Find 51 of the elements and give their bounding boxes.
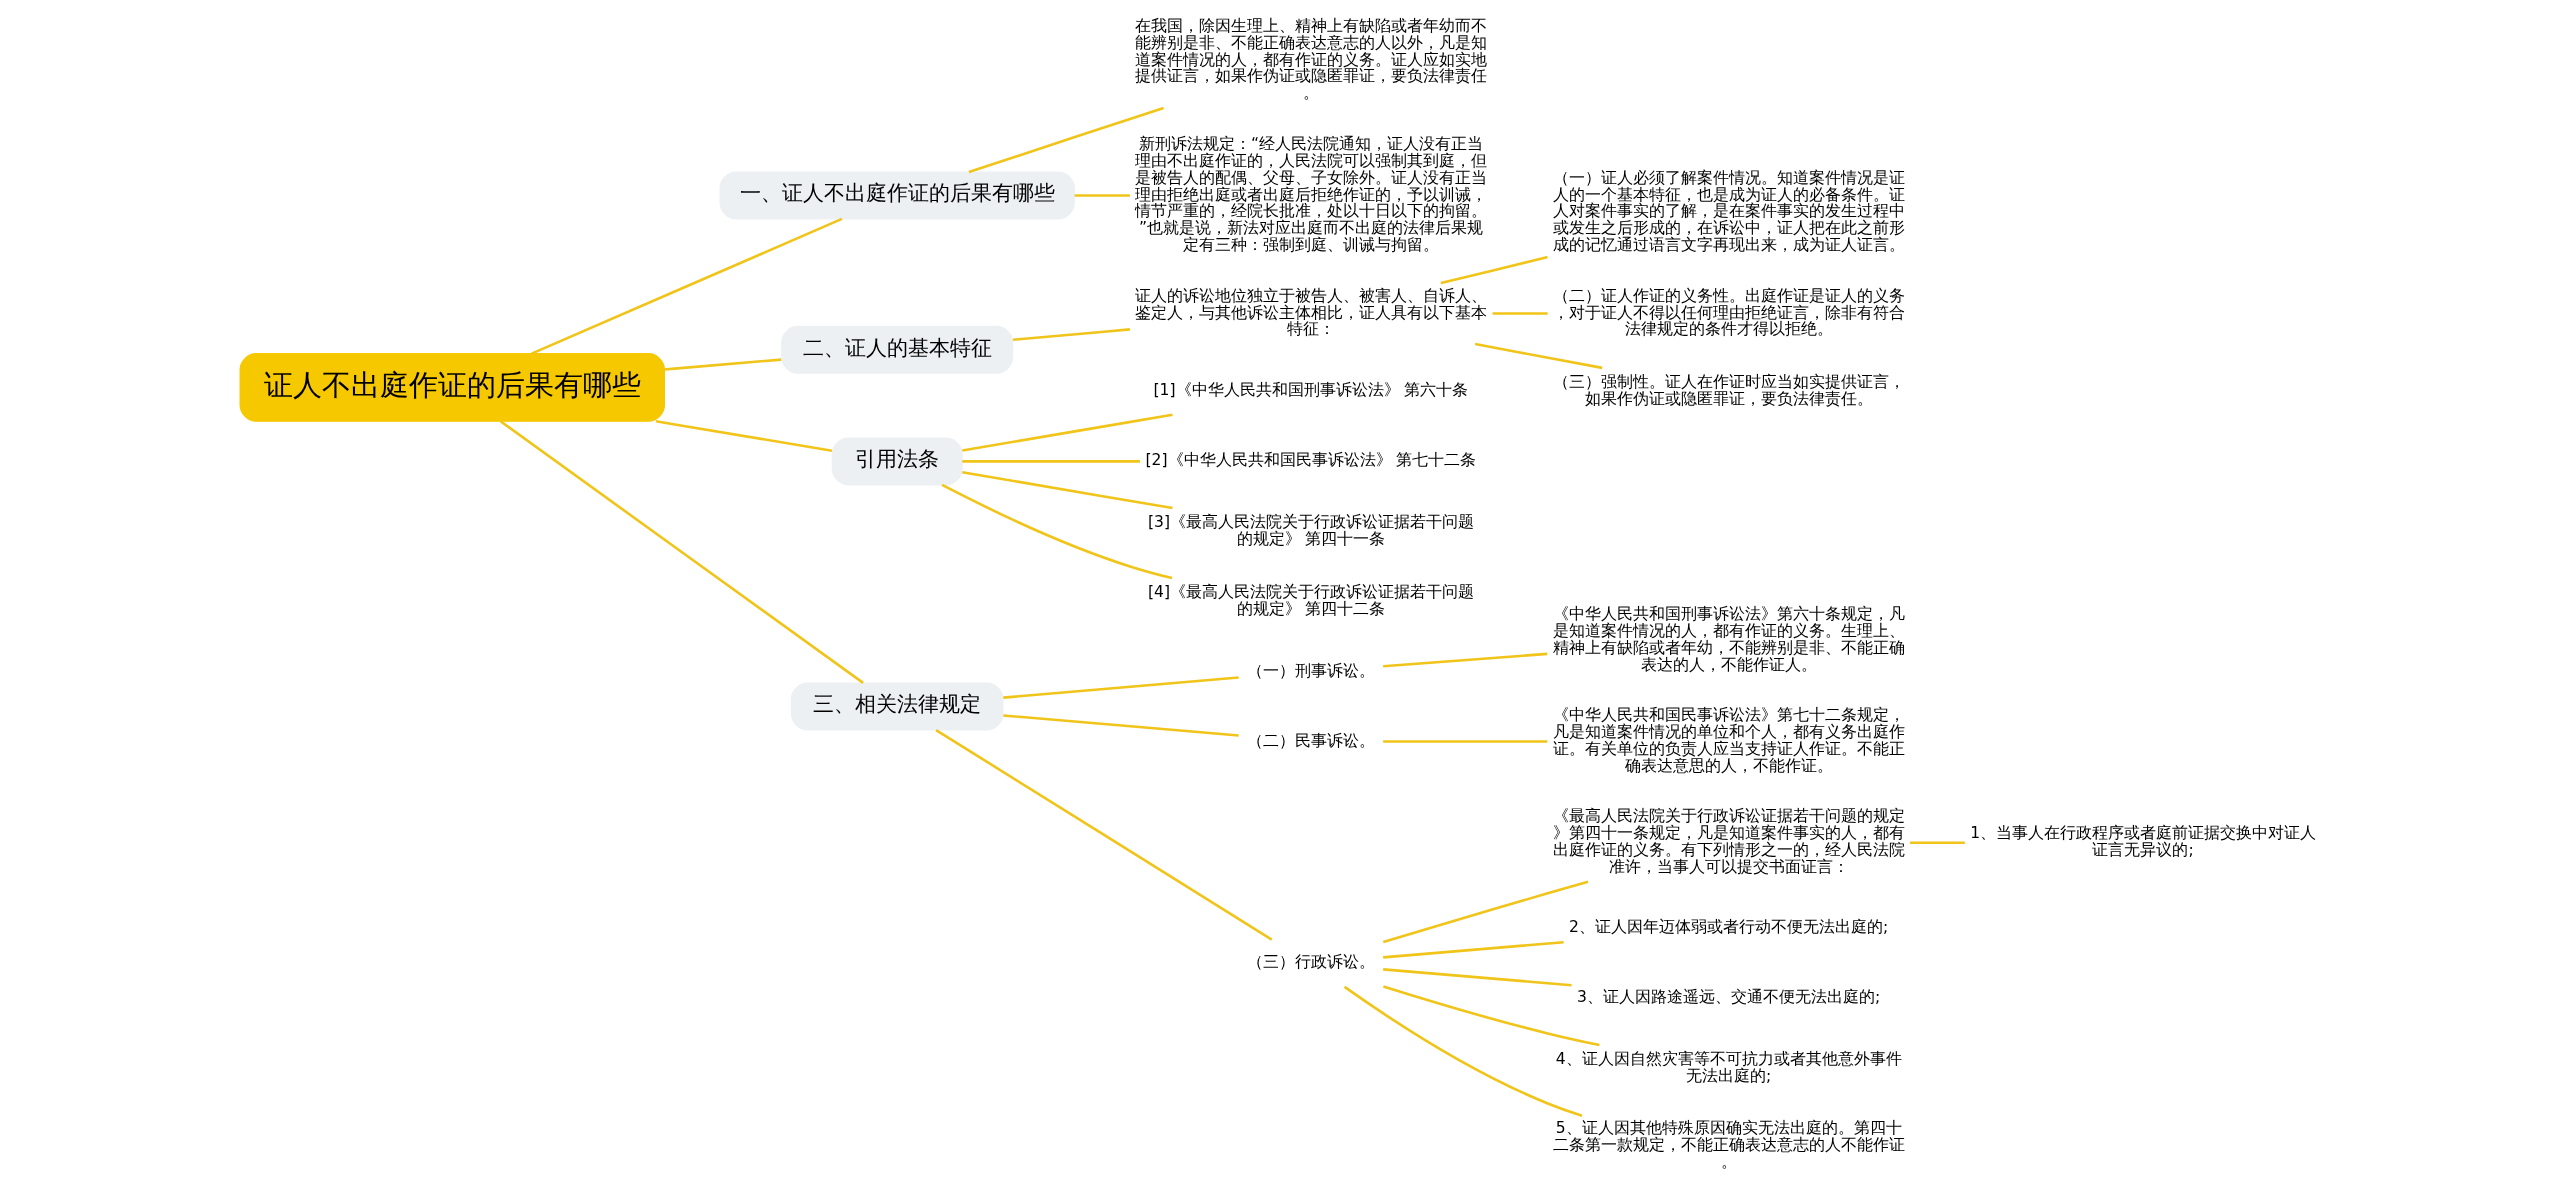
connector	[663, 358, 781, 371]
node-text: （三）行政诉讼。	[1246, 953, 1375, 972]
node-box: 证人不出庭作证的后果有哪些	[239, 353, 665, 422]
node-text: 新刑诉法规定：“经人民法院通知，证人没有正当理由不出庭作证的，人民法院可以强制其到庭，但是被告人的配偶、父母、子女除外。证人没有正当理由拒绝出庭或者出庭后拒绝作证的，予以训诫，情节严重的，经院长批准，处以十日以下的拘留。”也就是说，新法对应出庭而不出庭的法律后果规定有三种：强制到庭、训诫与拘留。	[1134, 134, 1487, 255]
connector	[1012, 328, 1130, 341]
connector	[1492, 312, 1548, 315]
connector	[499, 420, 864, 684]
node-text: 4、证人因自然灾害等不可抗力或者其他意外事件无法出庭的;	[1555, 1050, 1902, 1085]
connector	[961, 471, 1173, 510]
node-text: 在我国，除因生理上、精神上有缺陷或者年幼而不能辨别是非、不能正确表达意志的人以外，凡是知道案件情况的人，都有作证的义务。证人应如实地提供证言，如果作伪证或隐匿罪证，要负法律责任。	[1134, 16, 1487, 103]
node-text: [1]《中华人民共和国刑事诉讼法》 第六十条	[1153, 381, 1468, 400]
node-text: 1、当事人在行政程序或者庭前证据交换中对证人证言无异议的;	[1969, 824, 2316, 860]
node-text: （一）证人必须了解案件情况。知道案件情况是证人的一个基本特征，也是成为证人的必备条件。证人对案件事实的了解，是在案件事实的发生过程中或发生之后形成的，在诉讼中，证人把在此之前形成的记忆通过语言文字再现出来，成为证人证言。	[1552, 168, 1905, 255]
node-text: （一）刑事诉讼。	[1246, 661, 1375, 680]
connector	[1382, 652, 1547, 668]
connector	[1074, 194, 1130, 197]
connector	[530, 217, 842, 355]
connector	[941, 483, 1172, 580]
node-text: 证人的诉讼地位独立于被告人、被害人、自诉人、鉴定人，与其他诉讼主体相比，证人具有以下基本特征：	[1134, 286, 1487, 339]
connector	[1382, 968, 1572, 987]
node-text: （三）强制性。证人在作证时应当如实提供证言，如果作伪证或隐匿罪证，要负法律责任。	[1552, 372, 1905, 408]
node-text: （二）证人作证的义务性。出庭作证是证人的义务，对于证人不得以任何理由拒绝证言，除非有符合法律规定的条件才得以拒绝。	[1552, 286, 1905, 339]
node-text: 《中华人民共和国民事诉讼法》第七十二条规定，凡是知道案件情况的单位和个人，都有义务出庭作证。有关单位的负责人应当支持证人作证。不能正确表达意思的人，不能作证。	[1552, 706, 1905, 775]
connector	[961, 413, 1173, 452]
connector	[1343, 985, 1582, 1117]
connector	[1440, 255, 1548, 285]
node-box: 二、证人的基本特征	[780, 325, 1013, 374]
connector	[1382, 880, 1588, 944]
connector	[1382, 985, 1600, 1047]
connector	[1382, 740, 1547, 743]
connector	[1002, 676, 1239, 699]
connector	[1002, 714, 1239, 737]
node-text: （二）民事诉讼。	[1246, 731, 1375, 750]
connector	[1474, 342, 1602, 370]
connector	[968, 106, 1164, 174]
node-text: [3]《最高人民法院关于行政诉讼证据若干问题的规定》 第四十一条	[1147, 513, 1474, 548]
node-box: 三、相关法律规定	[790, 682, 1004, 731]
connector	[961, 460, 1140, 463]
node-box: 引用法条	[831, 437, 963, 486]
node-text: 2、证人因年迈体弱或者行动不便无法出庭的;	[1568, 918, 1888, 937]
node-text: [2]《中华人民共和国民事诉讼法》 第七十二条	[1145, 451, 1476, 470]
node-text: 《最高人民法院关于行政诉讼证据若干问题的规定》第四十一条规定，凡是知道案件事实的人，都有出庭作证的义务。有下列情形之一的，经人民法院准许，当事人可以提交书面证言：	[1552, 807, 1905, 877]
node-text: 《中华人民共和国刑事诉讼法》第六十条规定，凡是知道案件情况的人，都有作证的义务。生理上、精神上有缺陷或者年幼，不能辨别是非、不能正确表达的人，不能作证人。	[1552, 605, 1905, 674]
connector	[1382, 940, 1564, 959]
node-text: [4]《最高人民法院关于行政诉讼证据若干问题的规定》 第四十二条	[1147, 583, 1474, 618]
node-text: 3、证人因路途遥远、交通不便无法出庭的;	[1576, 988, 1880, 1007]
connector	[934, 728, 1272, 941]
node-box: 一、证人不出庭作证的后果有哪些	[719, 171, 1075, 220]
node-text: 5、证人因其他特殊原因确实无法出庭的。第四十二条第一款规定，不能正确表达意志的人不能作证。	[1552, 1119, 1905, 1172]
connector	[1909, 841, 1965, 845]
connector	[655, 420, 832, 452]
